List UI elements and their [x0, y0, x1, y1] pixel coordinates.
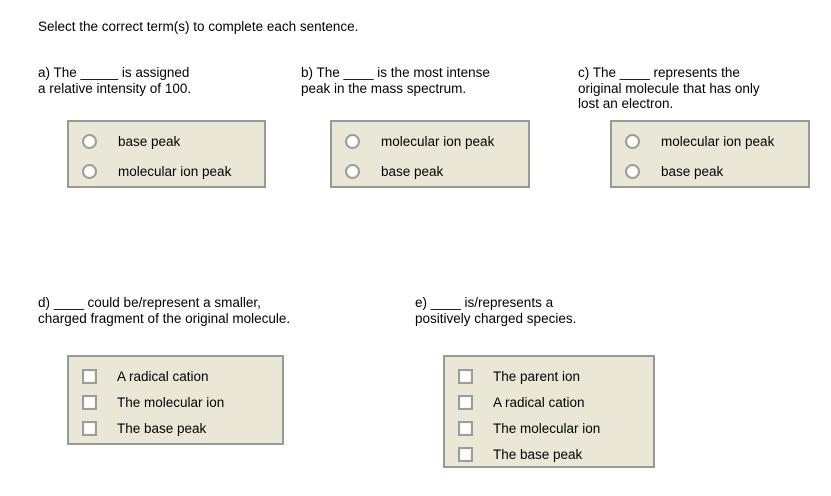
- list-item[interactable]: The parent ion: [445, 363, 653, 389]
- checkbox-icon[interactable]: [458, 446, 473, 462]
- option-label: base peak: [661, 163, 724, 179]
- radio-icon[interactable]: [345, 133, 360, 149]
- list-item[interactable]: base peak: [332, 156, 528, 186]
- option-label: base peak: [381, 163, 444, 179]
- option-list: molecular ion peak base peak: [332, 122, 528, 186]
- list-item[interactable]: base peak: [69, 126, 264, 156]
- question-a-option-box: base peak molecular ion peak: [67, 120, 266, 188]
- checkbox-icon[interactable]: [82, 420, 97, 436]
- option-list: A radical cation The molecular ion The b…: [69, 357, 282, 441]
- option-label: The base peak: [493, 446, 583, 462]
- checkbox-icon[interactable]: [458, 368, 473, 384]
- checkbox-icon[interactable]: [458, 394, 473, 410]
- option-label: The molecular ion: [117, 394, 225, 410]
- option-list: molecular ion peak base peak: [612, 122, 808, 186]
- option-list: base peak molecular ion peak: [69, 122, 264, 186]
- instruction-text: Select the correct term(s) to complete e…: [38, 19, 359, 34]
- list-item[interactable]: molecular ion peak: [69, 156, 264, 186]
- list-item[interactable]: molecular ion peak: [332, 126, 528, 156]
- radio-icon[interactable]: [82, 163, 97, 179]
- option-label: molecular ion peak: [381, 133, 495, 149]
- radio-icon[interactable]: [82, 133, 97, 149]
- list-item[interactable]: A radical cation: [69, 363, 282, 389]
- list-item[interactable]: base peak: [612, 156, 808, 186]
- question-c-option-box: molecular ion peak base peak: [610, 120, 810, 188]
- radio-icon[interactable]: [345, 163, 360, 179]
- option-label: molecular ion peak: [118, 163, 232, 179]
- question-b-prompt: b) The ____ is the most intense peak in …: [301, 65, 490, 96]
- list-item[interactable]: The base peak: [445, 441, 653, 467]
- list-item[interactable]: The molecular ion: [69, 389, 282, 415]
- question-a-prompt: a) The _____ is assigned a relative inte…: [38, 65, 192, 96]
- option-label: molecular ion peak: [661, 133, 775, 149]
- option-list: The parent ion A radical cation The mole…: [445, 357, 653, 467]
- option-label: A radical cation: [117, 368, 209, 384]
- question-e-prompt: e) ____ is/represents a positively charg…: [415, 295, 577, 326]
- option-label: The base peak: [117, 420, 207, 436]
- list-item[interactable]: A radical cation: [445, 389, 653, 415]
- radio-icon[interactable]: [625, 133, 640, 149]
- checkbox-icon[interactable]: [458, 420, 473, 436]
- question-d-option-box: A radical cation The molecular ion The b…: [67, 355, 284, 445]
- option-label: The parent ion: [493, 368, 581, 384]
- question-d-prompt: d) ____ could be/represent a smaller, ch…: [38, 295, 291, 326]
- option-label: The molecular ion: [493, 420, 601, 436]
- question-e-option-box: The parent ion A radical cation The mole…: [443, 355, 655, 468]
- list-item[interactable]: The base peak: [69, 415, 282, 441]
- question-c-prompt: c) The ____ represents the original mole…: [578, 65, 760, 111]
- radio-icon[interactable]: [625, 163, 640, 179]
- checkbox-icon[interactable]: [82, 394, 97, 410]
- checkbox-icon[interactable]: [82, 368, 97, 384]
- question-b-option-box: molecular ion peak base peak: [330, 120, 530, 188]
- list-item[interactable]: The molecular ion: [445, 415, 653, 441]
- option-label: A radical cation: [493, 394, 585, 410]
- option-label: base peak: [118, 133, 181, 149]
- list-item[interactable]: molecular ion peak: [612, 126, 808, 156]
